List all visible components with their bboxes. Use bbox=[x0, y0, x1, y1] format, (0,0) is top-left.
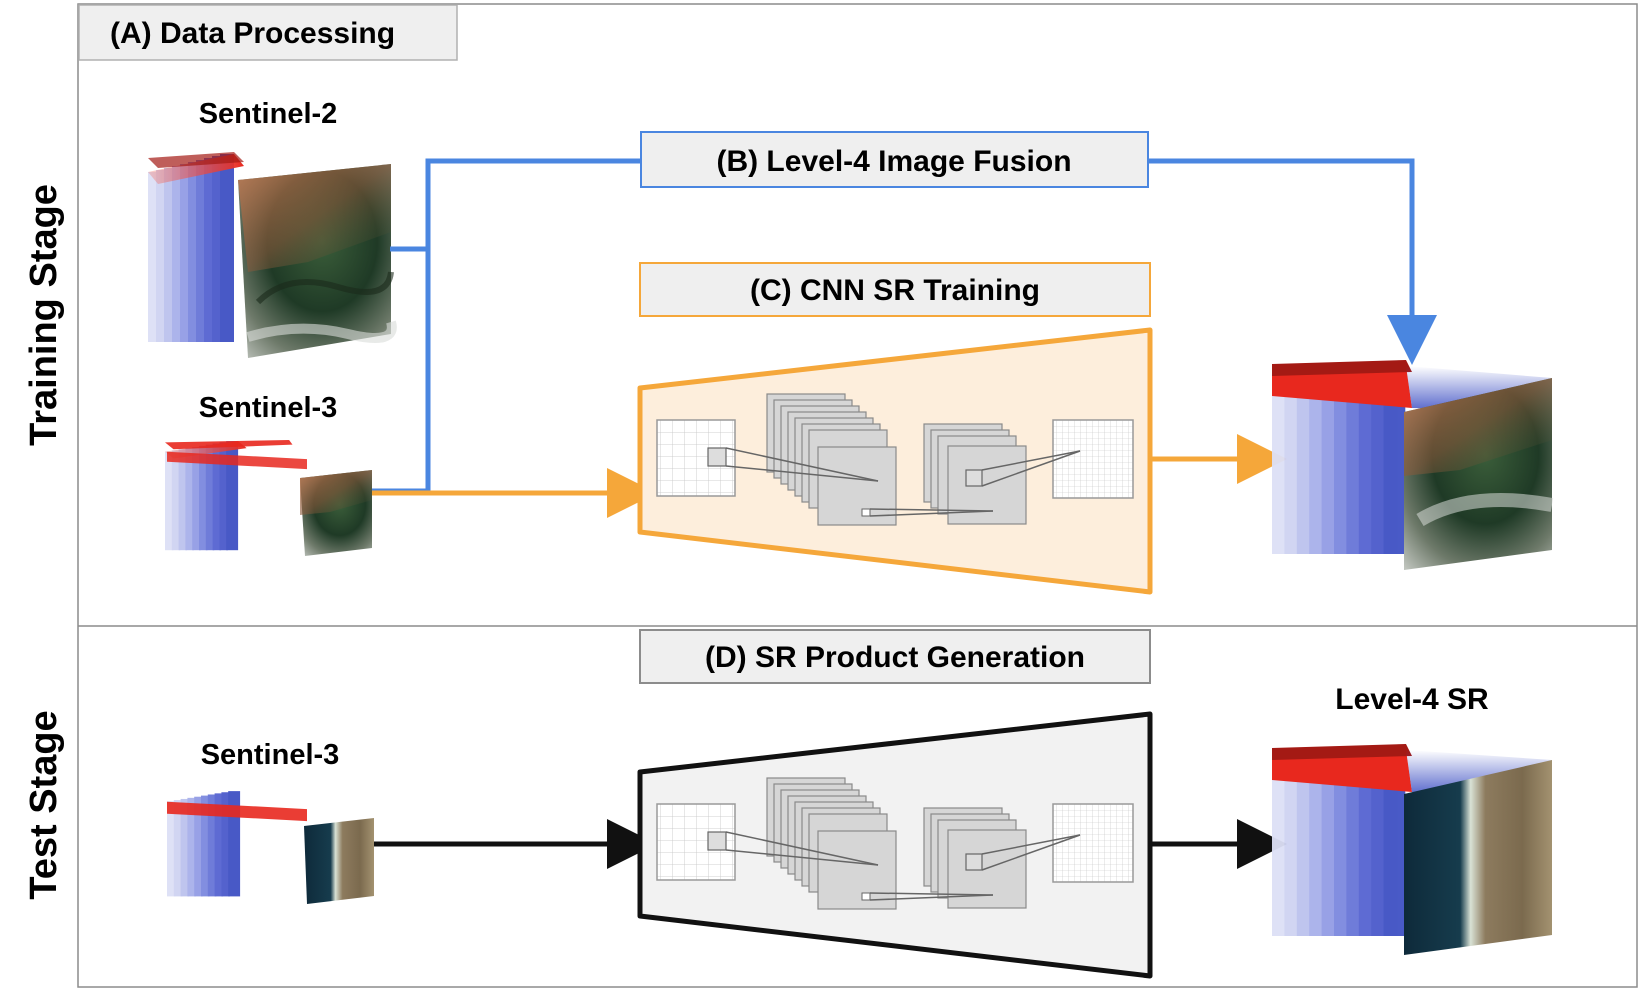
sentinel-3-training-label: Sentinel-3 bbox=[199, 392, 338, 424]
image-fusion-label-box: (B) Level-4 Image Fusion bbox=[640, 131, 1149, 188]
level-4-sr-cube: Level-4 SR bbox=[1272, 683, 1552, 955]
sentinel-3-training-cube: Sentinel-3 bbox=[165, 392, 372, 556]
level-4-sr-label: Level-4 SR bbox=[1335, 683, 1489, 716]
level-4-fused-cube bbox=[1272, 360, 1554, 570]
image-fusion-label: (B) Level-4 Image Fusion bbox=[716, 145, 1071, 178]
data-processing-label: (A) Data Processing bbox=[110, 17, 395, 50]
outer-frame bbox=[77, 3, 1638, 988]
test-stage-label: Test Stage bbox=[23, 710, 65, 899]
cnn-training-label-box: (C) CNN SR Training bbox=[639, 262, 1151, 317]
cnn-training-label: (C) CNN SR Training bbox=[750, 274, 1040, 307]
cnn-test-network bbox=[637, 711, 1153, 979]
sentinel-2-label: Sentinel-2 bbox=[199, 98, 338, 130]
data-processing-label-box: (A) Data Processing bbox=[78, 4, 458, 61]
sentinel-2-cube: Sentinel-2 bbox=[148, 98, 397, 358]
sentinel-3-test-label: Sentinel-3 bbox=[201, 739, 340, 771]
sr-product-generation-label: (D) SR Product Generation bbox=[705, 641, 1085, 674]
training-stage-label: Training Stage bbox=[23, 184, 65, 446]
cnn-training-network bbox=[637, 327, 1153, 595]
sentinel-3-test-cube: Sentinel-3 bbox=[167, 739, 374, 904]
sr-product-generation-label-box: (D) SR Product Generation bbox=[639, 629, 1151, 684]
